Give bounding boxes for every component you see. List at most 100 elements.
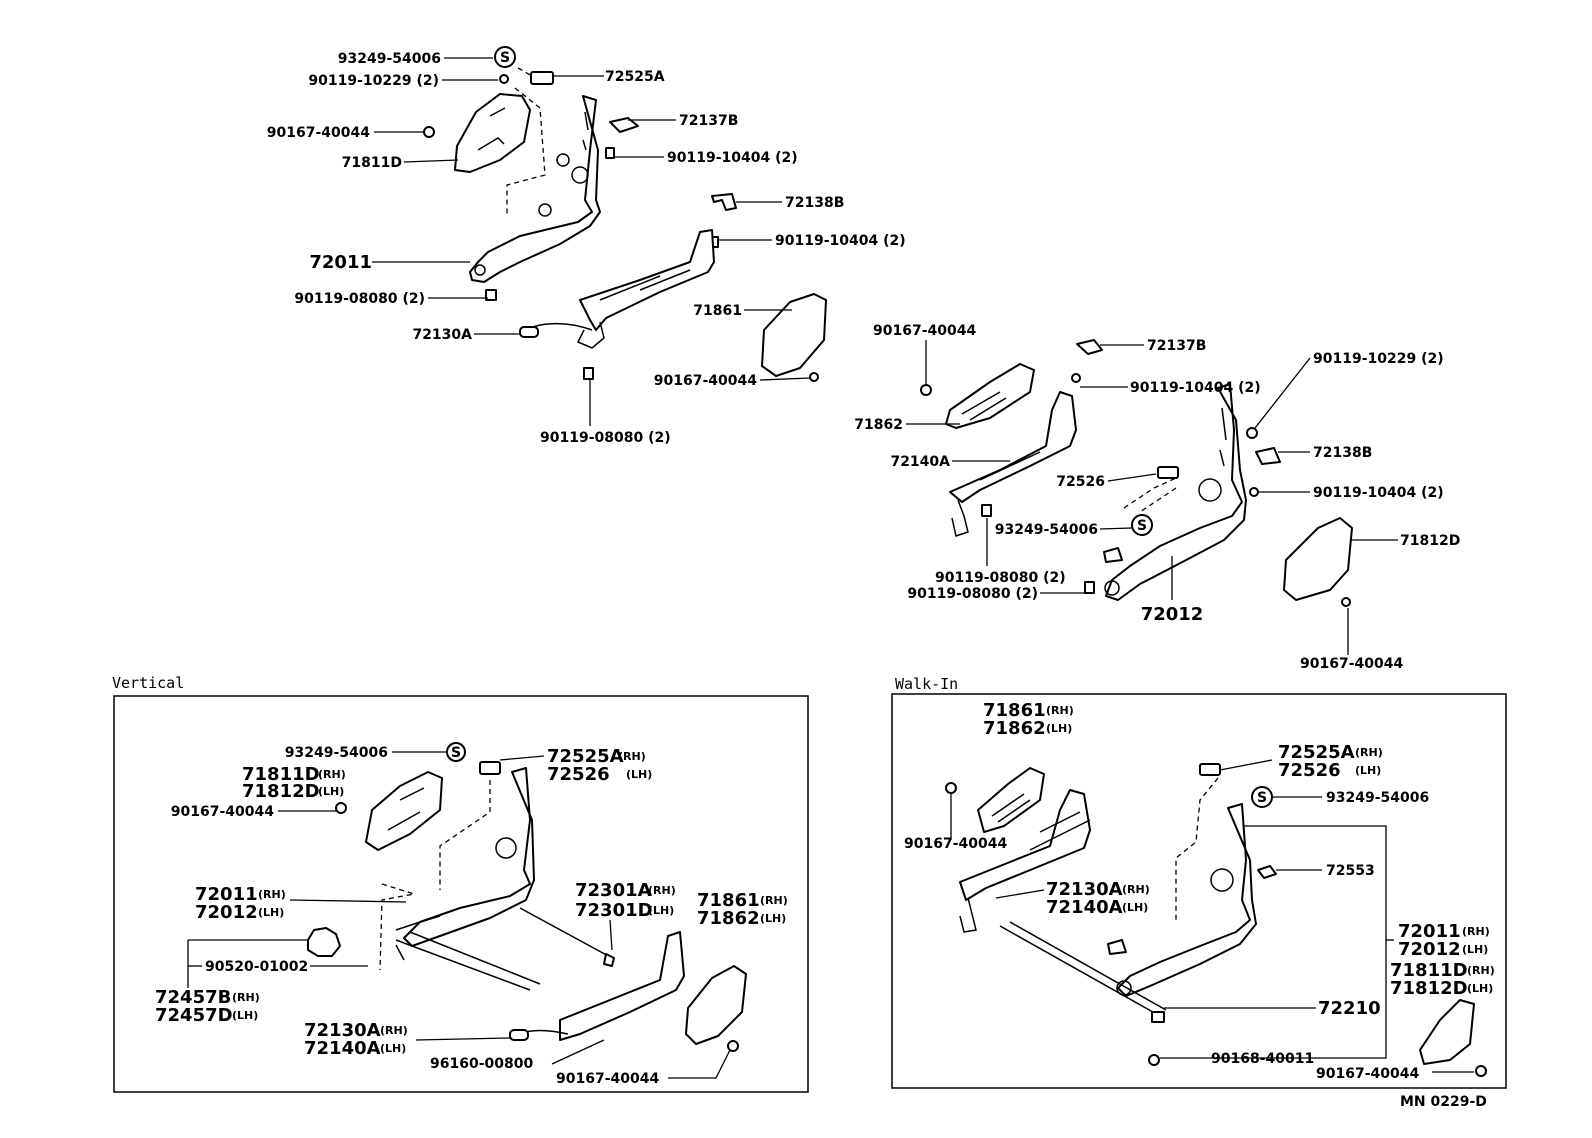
part-label: 90119-08080 (2) [294, 291, 425, 307]
top-right-labels: 90167-40044 72137B 90119-10229 (2) 90119… [854, 323, 1460, 672]
part-label: 72210 [1318, 998, 1381, 1019]
part-label: (RH) [760, 894, 788, 907]
walk-in-box [891, 693, 1507, 1089]
part-label: 72011 [195, 884, 258, 905]
part-label: 90167-40044 [267, 125, 370, 141]
part-label: 71812D [1400, 533, 1460, 549]
part-label: 72011 [309, 252, 372, 273]
part-label: (LH) [380, 1042, 406, 1055]
part-label: S [1137, 518, 1147, 534]
part-label: (RH) [232, 991, 260, 1004]
part-label: 72553 [1326, 863, 1375, 879]
part-label: 90168-40011 [1211, 1051, 1314, 1067]
part-label: (LH) [760, 912, 786, 925]
part-label: 72011 [1398, 921, 1461, 942]
part-label: (LH) [318, 785, 344, 798]
part-label: 96160-00800 [430, 1056, 533, 1072]
part-label: (LH) [1467, 982, 1493, 995]
part-label: (LH) [626, 768, 652, 781]
part-label: 90119-10404 (2) [1130, 380, 1261, 396]
part-label: 90119-08080 (2) [540, 430, 671, 446]
part-label: (LH) [648, 904, 674, 917]
part-label: 90119-10404 (2) [775, 233, 906, 249]
part-label: (RH) [1355, 746, 1383, 759]
part-label: 72012 [1141, 604, 1204, 625]
part-label: (LH) [1122, 901, 1148, 914]
part-label: (LH) [258, 906, 284, 919]
part-label: 71811D [342, 155, 402, 171]
top-right-leaders [906, 340, 1398, 655]
part-label: 72526 [1278, 760, 1341, 781]
part-label: 90167-40044 [1316, 1066, 1419, 1082]
part-label: 71861 [693, 303, 742, 319]
walk-in-leaders [950, 759, 1474, 1073]
vertical-box [113, 695, 809, 1093]
s-mark: S [500, 50, 510, 66]
part-label: 72137B [1147, 338, 1206, 354]
recliner-frame-72012 [1105, 383, 1247, 601]
part-label: 90167-40044 [654, 373, 757, 389]
part-label: 71862 [697, 908, 760, 929]
cover-71811D [454, 93, 531, 173]
part-label: 93249-54006 [285, 745, 388, 761]
part-label: 71861 [983, 700, 1046, 721]
part-label: 90167-40044 [873, 323, 976, 339]
part-label: 72525A [1278, 742, 1355, 763]
part-label: S [1257, 790, 1267, 806]
part-label: 71862 [854, 417, 903, 433]
part-label: 72138B [785, 195, 844, 211]
top-left-labels: 93249-54006 90119-10229 (2) 72525A 90167… [267, 51, 906, 446]
cover-71812D [1283, 517, 1353, 601]
part-label: 93249-54006 [338, 51, 441, 67]
part-label: 90119-10404 (2) [1313, 485, 1444, 501]
part-label: 72130A [1046, 879, 1123, 900]
part-label: (RH) [618, 750, 646, 763]
part-label: (RH) [258, 888, 286, 901]
part-label: (RH) [1467, 964, 1495, 977]
walk-in-assembly: S [945, 763, 1487, 1077]
part-label: 93249-54006 [995, 522, 1098, 538]
part-label: 71862 [983, 718, 1046, 739]
part-label: 71861 [697, 890, 760, 911]
top-left-leaders [372, 57, 811, 426]
section-title-vertical: Vertical [112, 674, 184, 692]
part-label: 72301A [575, 880, 652, 901]
part-label: 72457B [155, 987, 231, 1008]
top-left-assembly: S [423, 46, 827, 382]
part-label: 72012 [1398, 939, 1461, 960]
part-label: 72526 [547, 764, 610, 785]
part-label: 72012 [195, 902, 258, 923]
track-72130A [579, 229, 715, 331]
figure-code: MN 0229-D [1400, 1094, 1487, 1110]
part-label: 72137B [679, 113, 738, 129]
part-label: 90167-40044 [171, 804, 274, 820]
part-label: 90520-01002 [205, 959, 308, 975]
part-label: 72457D [155, 1005, 233, 1026]
part-label: 71811D [242, 764, 320, 785]
section-title-walk-in: Walk-In [895, 675, 958, 693]
part-label: (RH) [318, 768, 346, 781]
part-label: (RH) [1046, 704, 1074, 717]
part-label: 72140A [1046, 897, 1123, 918]
part-label: 90119-10404 (2) [667, 150, 798, 166]
part-label: 72526 [1056, 474, 1105, 490]
part-label: 90119-08080 (2) [935, 570, 1066, 586]
vertical-assembly: S [307, 742, 747, 1052]
part-label: (LH) [232, 1009, 258, 1022]
part-label: 72130A [412, 327, 472, 343]
vertical-labels: 93249-54006 72525A (RH) 72526 (LH) 71811… [155, 745, 788, 1087]
part-label: 72525A [547, 746, 624, 767]
part-label: S [451, 745, 461, 761]
part-label: 90167-40044 [904, 836, 1007, 852]
part-label: 90167-40044 [556, 1071, 659, 1087]
cap-72525A [530, 71, 554, 85]
cover-71862 [945, 363, 1035, 429]
part-label: 72301D [575, 900, 653, 921]
part-label: (RH) [648, 884, 676, 897]
part-label: (LH) [1462, 943, 1488, 956]
part-label: 71811D [1390, 960, 1468, 981]
part-label: (RH) [1462, 925, 1490, 938]
part-label: 72140A [890, 454, 950, 470]
walk-in-labels: 71861 (RH) 71862 (LH) 72525A (RH) 72526 … [904, 700, 1495, 1082]
